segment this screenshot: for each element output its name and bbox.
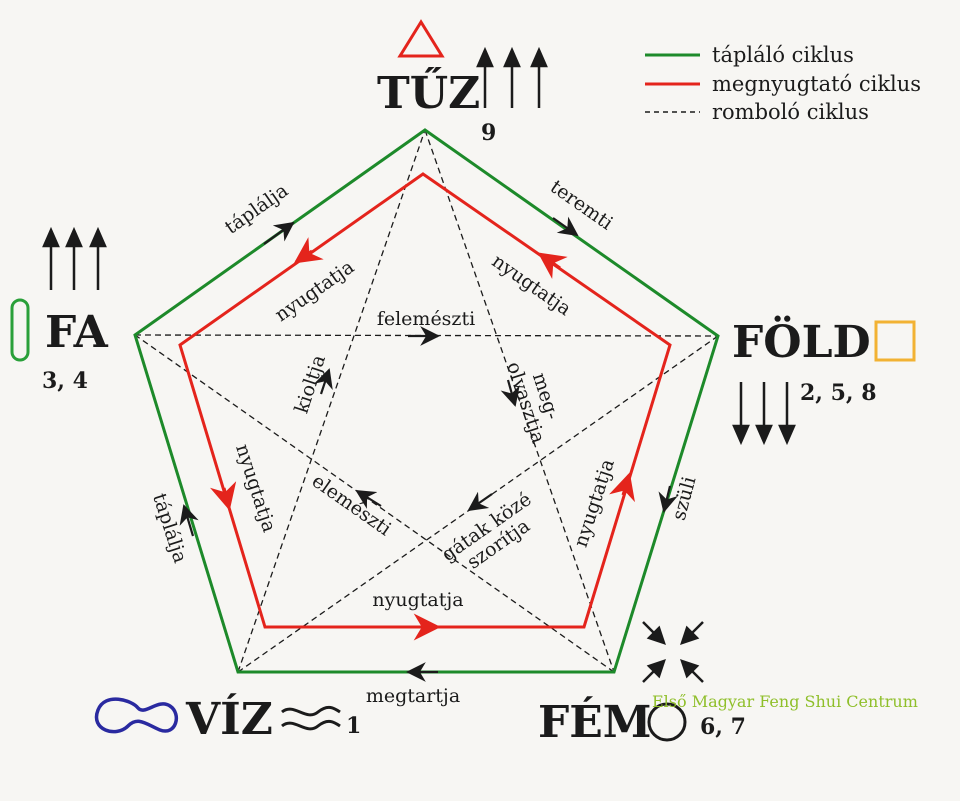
- water-numbers: 1: [346, 713, 361, 739]
- legend: tápláló ciklus megnyugtató ciklus rombol…: [645, 43, 921, 124]
- label-fire-wood-calm: nyugtatja: [271, 256, 358, 326]
- fire-numbers: 9: [481, 120, 496, 146]
- fire-element: TŰZ 9: [377, 19, 548, 146]
- earth-element: FÖLD 2, 5, 8: [732, 314, 916, 446]
- fire-name: TŰZ: [377, 66, 480, 119]
- red-arrow-wood-water: [210, 481, 237, 511]
- arrows-up-icon: [42, 226, 107, 290]
- water-element: VÍZ 1: [94, 692, 361, 745]
- calming-cycle-pentagon: [178, 172, 672, 629]
- legend-dashed-label: romboló ciklus: [712, 100, 869, 124]
- label-water-metal-calm: nyugtatja: [372, 589, 463, 611]
- earth-numbers: 2, 5, 8: [800, 380, 877, 406]
- calming-arrows: [210, 237, 635, 641]
- label-metal-water: megtartja: [366, 685, 460, 707]
- circle-icon: [647, 702, 687, 742]
- dashed-fire-metal: [424, 129, 615, 673]
- approx-waves-icon: [281, 705, 341, 731]
- earth-name: FÖLD: [732, 314, 871, 368]
- arrow-earth-metal: [658, 485, 678, 513]
- arrow-fire-metal-dashed: [500, 379, 520, 407]
- label-earth-fire-calm: nyugtatja: [488, 250, 575, 320]
- label-water-fire-destroy: elemészti: [308, 470, 395, 540]
- metal-element: FÉM 6, 7: [538, 621, 746, 748]
- red-arrow-earth-fire: [537, 252, 568, 279]
- wood-name: FA: [45, 307, 109, 358]
- red-arrow-metal-earth: [609, 472, 635, 503]
- red-arrow-fire-wood: [293, 237, 324, 264]
- arrow-water-fire-dashed: [313, 368, 333, 395]
- flow-arrows: [179, 216, 678, 682]
- wood-element: FA 3, 4: [10, 226, 109, 394]
- metal-name: FÉM: [538, 695, 651, 748]
- triangle-icon: [397, 19, 445, 58]
- label-earth-water-destroy: gátak közészorítja: [438, 488, 548, 583]
- water-name: VÍZ: [185, 692, 273, 745]
- square-icon: [874, 320, 916, 362]
- metal-numbers: 6, 7: [700, 714, 746, 740]
- label-wood-water-calm: nyugtatja: [231, 441, 280, 535]
- wave-blob-icon: [94, 697, 179, 734]
- wood-numbers: 3, 4: [42, 368, 88, 394]
- arrows-up-icon: [476, 46, 548, 108]
- rod-icon: [10, 298, 30, 362]
- label-wood-earth-destroy: felemészti: [377, 308, 475, 330]
- arrow-wood-fire: [263, 221, 295, 245]
- watermark: Első Magyar Feng Shui Centrum: [652, 692, 918, 711]
- arrow-fire-earth: [552, 216, 579, 237]
- legend-green-label: tápláló ciklus: [712, 43, 854, 67]
- label-fire-earth: teremti: [546, 176, 617, 235]
- arrows-down-icon: [732, 382, 796, 446]
- converging-arrows-icon: [642, 621, 704, 683]
- dashed-water-fire: [237, 129, 426, 673]
- arrow-earth-water-dashed: [467, 491, 493, 512]
- arrow-water-wood: [179, 504, 199, 537]
- arrow-metal-wood-dashed: [355, 489, 382, 509]
- legend-red-label: megnyugtató ciklus: [712, 72, 921, 96]
